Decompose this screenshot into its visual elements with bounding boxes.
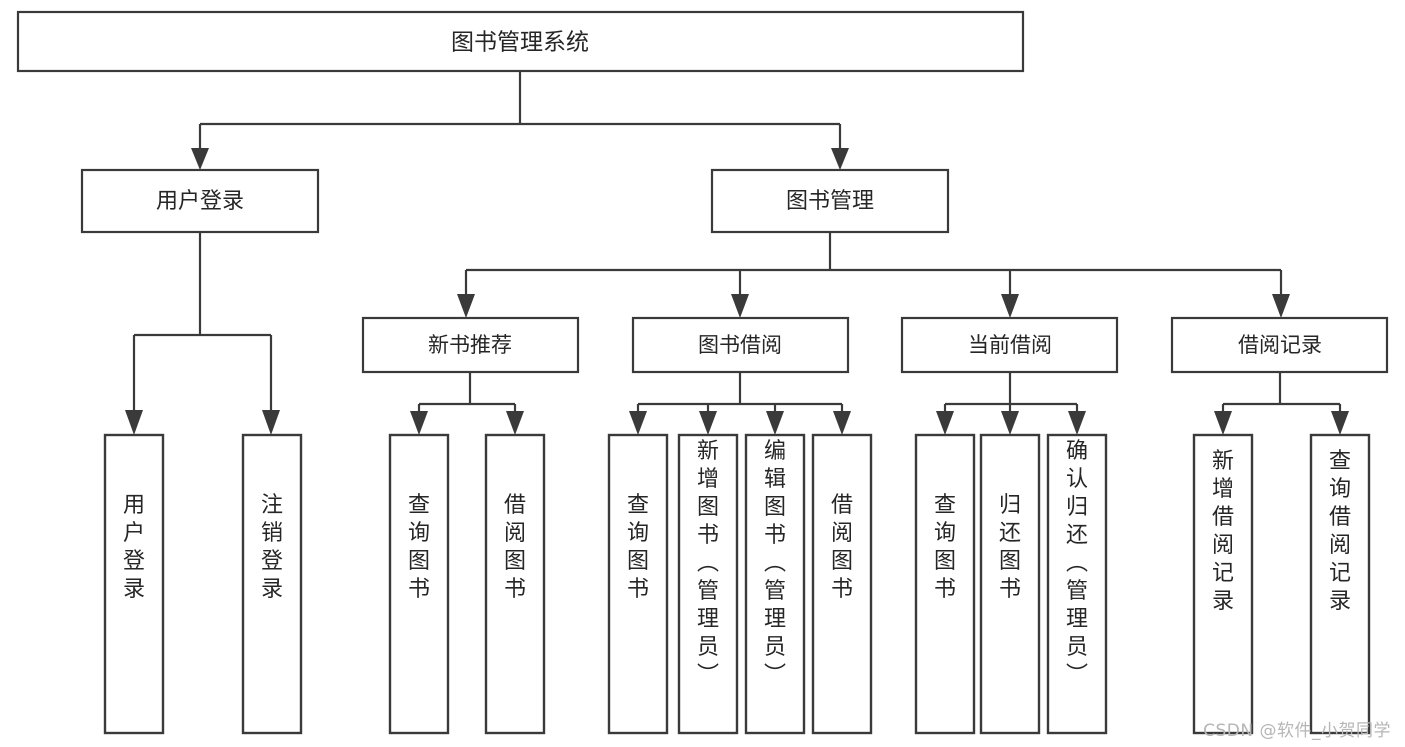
arrow-head-icon <box>1331 411 1349 435</box>
arrow-head-icon <box>262 410 280 435</box>
node-book-borrow-label: 图书借阅 <box>698 333 782 357</box>
node-root[interactable]: 图书管理系统 <box>16 10 1025 73</box>
node-leaf-confirm-return-box[interactable] <box>1046 433 1108 735</box>
node-leaf-return-book-label: 归还图书 <box>999 493 1021 602</box>
node-leaf-add-book-label: 新增图书︵管理员︶ <box>697 439 719 688</box>
arrow-head-icon <box>506 411 524 435</box>
node-leaf-query-book-2-label: 查询图书 <box>627 493 649 602</box>
node-leaf-borrow-book-1-box[interactable] <box>484 433 546 735</box>
connector-userlogin-to-leaves <box>125 232 280 435</box>
node-book-manage[interactable]: 图书管理 <box>710 168 950 234</box>
node-leaf-return-book-box[interactable] <box>979 433 1041 735</box>
arrow-head-icon <box>410 411 428 435</box>
arrow-head-icon <box>766 411 784 435</box>
arrow-head-icon <box>1214 411 1232 435</box>
node-book-manage-box[interactable] <box>710 168 950 234</box>
node-leaf-query-book-2[interactable]: 查询图书 <box>607 433 669 735</box>
node-leaf-query-book-1-label: 查询图书 <box>408 493 430 602</box>
arrow-head-icon <box>1068 411 1086 435</box>
arrow-head-icon <box>936 411 954 435</box>
node-new-book-recommend-box[interactable] <box>361 316 580 374</box>
arrow-head-icon <box>191 148 209 170</box>
node-current-borrow-label: 当前借阅 <box>968 333 1052 357</box>
arrow-head-icon <box>831 148 849 170</box>
node-leaf-edit-book[interactable]: 编辑图书︵管理员︶ <box>744 433 806 735</box>
node-root-box[interactable] <box>16 10 1025 73</box>
node-leaf-borrow-book-2-label: 借阅图书 <box>831 493 853 602</box>
arrow-head-icon <box>629 411 647 435</box>
csdn-watermark: CSDN @软件_小贺同学 <box>1203 721 1391 741</box>
connector-root-to-level1 <box>191 71 849 170</box>
node-leaf-confirm-return[interactable]: 确认归还︵管理员︶ <box>1046 433 1108 735</box>
arrow-head-icon <box>731 294 749 318</box>
node-leaf-borrow-book-2[interactable]: 借阅图书 <box>811 433 873 735</box>
node-leaf-query-record-box[interactable] <box>1309 433 1371 735</box>
node-borrow-record[interactable]: 借阅记录 <box>1170 316 1389 374</box>
node-book-borrow[interactable]: 图书借阅 <box>631 316 850 374</box>
node-leaf-query-book-1-box[interactable] <box>388 433 450 735</box>
arrow-head-icon <box>457 294 475 318</box>
node-borrow-record-label: 借阅记录 <box>1238 333 1322 357</box>
connector-borrowrecord-to-leaves <box>1214 372 1349 435</box>
node-leaf-logout-login-label: 注销登录 <box>261 493 283 602</box>
node-user-login-box[interactable] <box>80 168 320 234</box>
arrow-head-icon <box>699 411 717 435</box>
connector-bookmanage-to-level2 <box>457 232 1290 318</box>
node-current-borrow[interactable]: 当前借阅 <box>900 316 1119 374</box>
node-leaf-add-book[interactable]: 新增图书︵管理员︶ <box>677 433 739 735</box>
node-leaf-query-book-3-label: 查询图书 <box>934 493 956 602</box>
node-leaf-edit-book-box[interactable] <box>744 433 806 735</box>
node-leaf-edit-book-label: 编辑图书︵管理员︶ <box>764 439 786 688</box>
connector-bookborrow-to-leaves <box>629 372 851 435</box>
node-leaf-user-login[interactable]: 用户登录 <box>103 433 165 735</box>
node-leaf-query-book-3[interactable]: 查询图书 <box>914 433 976 735</box>
node-leaf-user-login-box[interactable] <box>103 433 165 735</box>
node-current-borrow-box[interactable] <box>900 316 1119 374</box>
node-leaf-add-record-box[interactable] <box>1192 433 1254 735</box>
node-leaf-logout-login[interactable]: 注销登录 <box>241 433 303 735</box>
connector-newbook-to-leaves <box>410 372 524 435</box>
node-new-book-recommend[interactable]: 新书推荐 <box>361 316 580 374</box>
node-leaf-confirm-return-label: 确认归还︵管理员︶ <box>1066 439 1088 688</box>
node-leaf-borrow-book-1[interactable]: 借阅图书 <box>484 433 546 735</box>
node-leaf-query-book-3-box[interactable] <box>914 433 976 735</box>
node-new-book-recommend-label: 新书推荐 <box>428 333 512 357</box>
arrow-head-icon <box>125 410 143 435</box>
node-book-borrow-box[interactable] <box>631 316 850 374</box>
node-borrow-record-box[interactable] <box>1170 316 1389 374</box>
node-leaf-query-record[interactable]: 查询借阅记录 <box>1309 433 1371 735</box>
arrow-head-icon <box>1001 411 1019 435</box>
connector-currentborrow-to-leaves <box>936 372 1086 435</box>
arrow-head-icon <box>1272 294 1290 318</box>
node-user-login-label: 用户登录 <box>156 189 244 214</box>
node-user-login[interactable]: 用户登录 <box>80 168 320 234</box>
node-leaf-logout-login-box[interactable] <box>241 433 303 735</box>
node-leaf-user-login-label: 用户登录 <box>123 493 145 602</box>
node-leaf-add-record[interactable]: 新增借阅记录 <box>1192 433 1254 735</box>
node-leaf-borrow-book-1-label: 借阅图书 <box>504 493 526 602</box>
node-leaf-query-book-2-box[interactable] <box>607 433 669 735</box>
node-leaf-add-record-label: 新增借阅记录 <box>1212 449 1234 614</box>
node-root-label: 图书管理系统 <box>451 30 589 56</box>
node-leaf-borrow-book-2-box[interactable] <box>811 433 873 735</box>
arrow-head-icon <box>1001 294 1019 318</box>
node-leaf-return-book[interactable]: 归还图书 <box>979 433 1041 735</box>
arrow-head-icon <box>833 411 851 435</box>
node-leaf-query-record-label: 查询借阅记录 <box>1329 449 1351 614</box>
node-book-manage-label: 图书管理 <box>786 189 874 214</box>
node-leaf-query-book-1[interactable]: 查询图书 <box>388 433 450 735</box>
node-leaf-add-book-box[interactable] <box>677 433 739 735</box>
